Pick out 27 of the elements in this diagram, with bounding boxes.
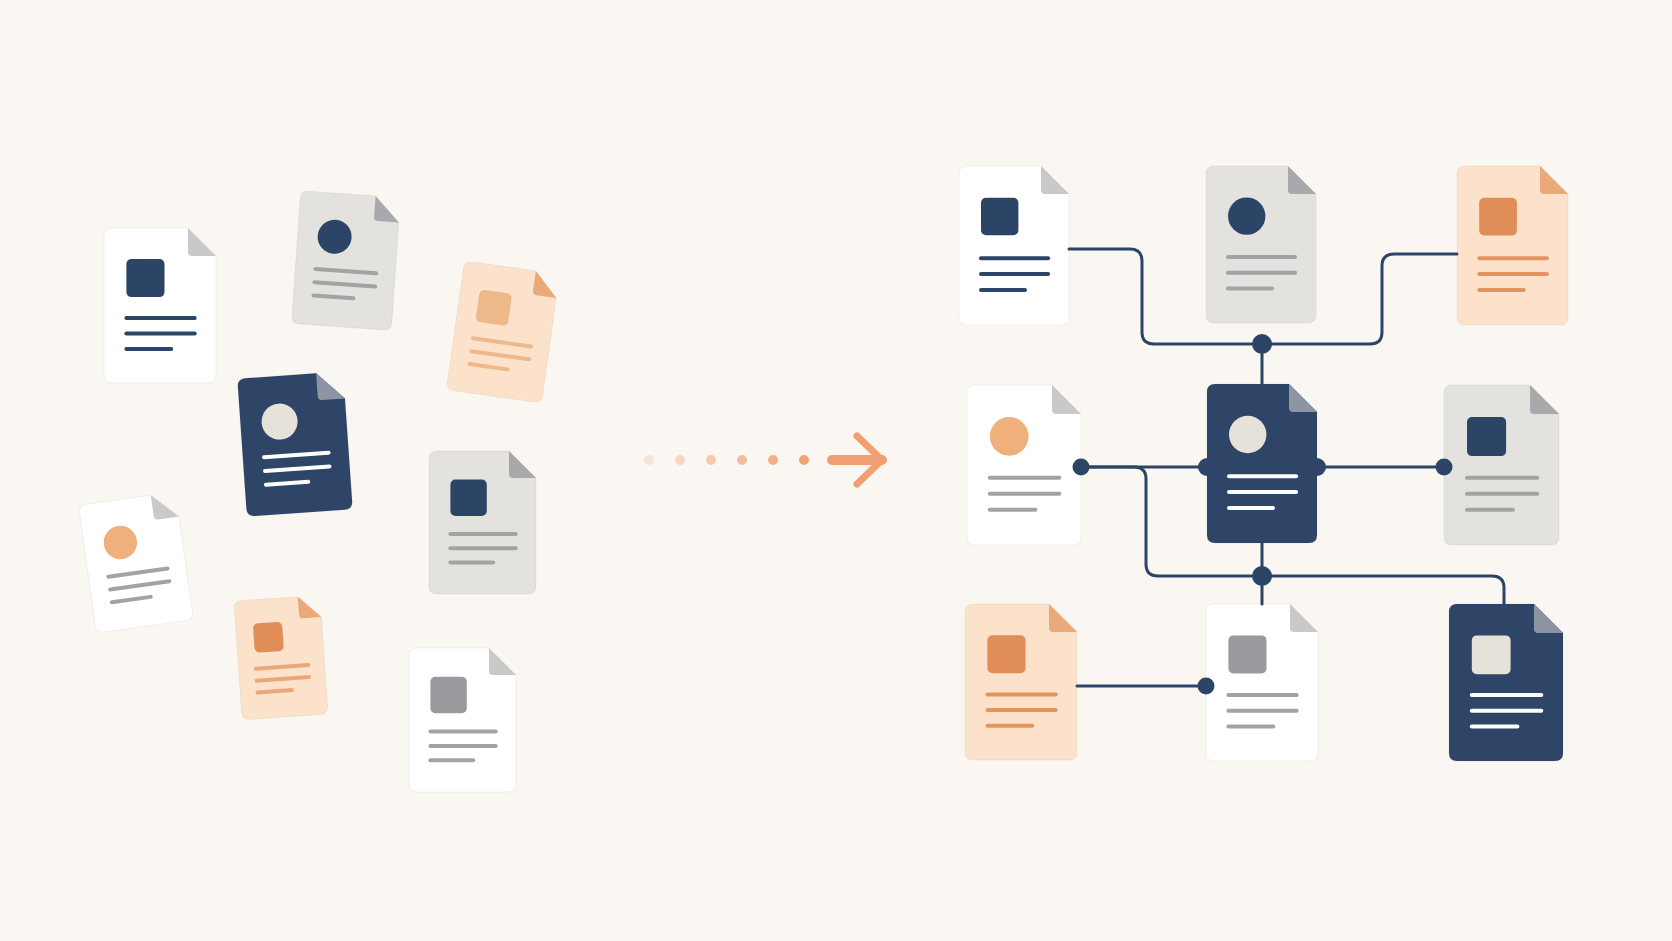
connector-line [1260, 352, 1264, 386]
connector-line [1270, 574, 1506, 606]
junction-dot [1252, 334, 1272, 354]
document-icon [1206, 604, 1318, 761]
document-icon [446, 260, 560, 404]
document-icon [237, 371, 353, 517]
connector-line [1270, 252, 1459, 346]
connector-line [1260, 584, 1264, 606]
document-icon [1206, 166, 1316, 323]
document-icon [233, 595, 329, 720]
junction-dot [1252, 566, 1272, 586]
document-icon [967, 385, 1081, 545]
document-icon [104, 228, 216, 383]
document-icon [429, 451, 536, 594]
connector-line [1075, 677, 1215, 695]
connector-line [1324, 458, 1453, 476]
document-icon [1198, 384, 1326, 543]
document-icon [1444, 385, 1559, 545]
document-icon [1449, 604, 1563, 761]
connector-line [1260, 541, 1264, 568]
connector-line [1067, 247, 1254, 346]
document-icon [1457, 166, 1568, 325]
connector-line [1072, 458, 1200, 476]
document-icon [409, 648, 516, 792]
document-icon [965, 604, 1077, 760]
document-icon [959, 166, 1069, 325]
document-icon [291, 190, 401, 330]
